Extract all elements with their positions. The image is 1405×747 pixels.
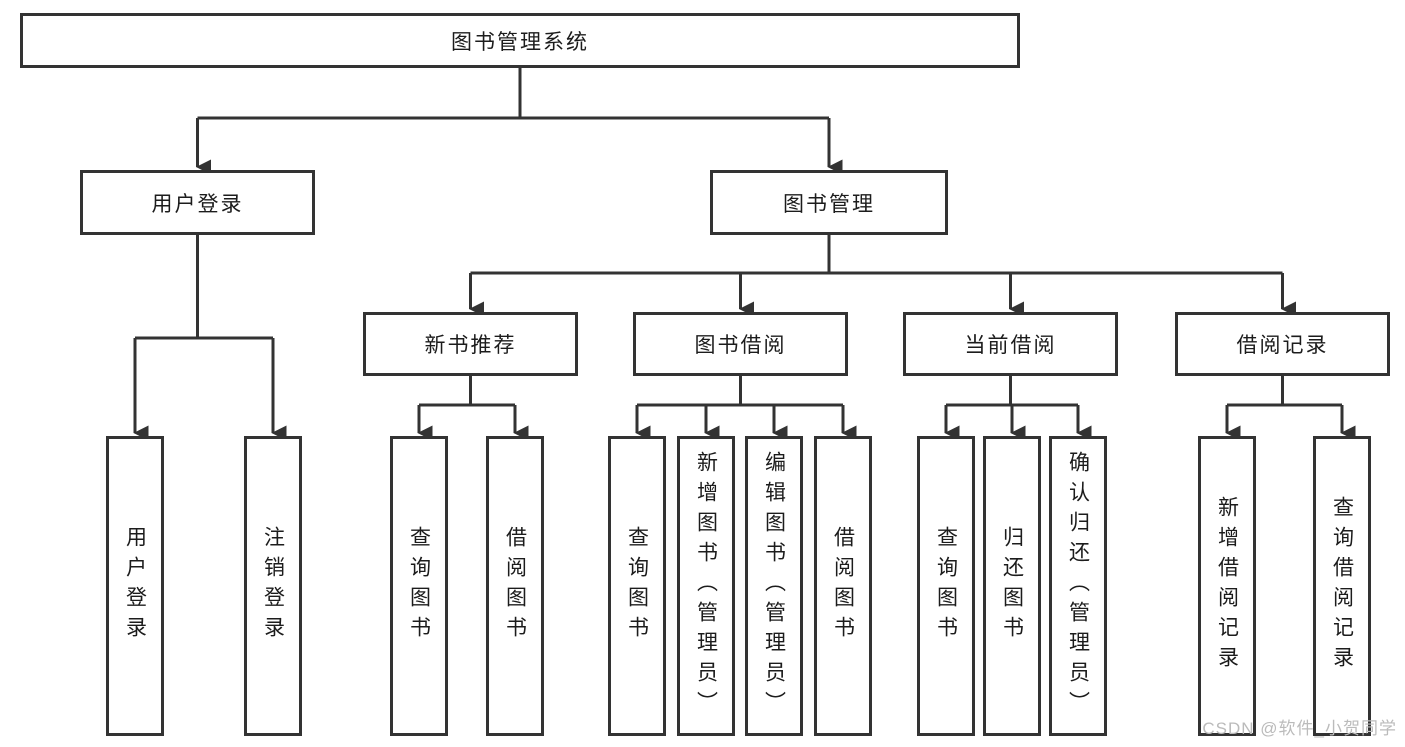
- leaf-query-borrow-record: 查询借阅记录: [1313, 436, 1371, 736]
- leaf-user-login: 用户登录: [106, 436, 164, 736]
- node-book-management: 图书管理: [710, 170, 948, 235]
- node-borrow-records: 借阅记录: [1175, 312, 1390, 376]
- leaf-add-borrow-record: 新增借阅记录: [1198, 436, 1256, 736]
- node-current-borrow: 当前借阅: [903, 312, 1118, 376]
- leaf-add-books-admin: 新增图书（管理员）: [677, 436, 735, 736]
- leaf-confirm-return-admin: 确认归还（管理员）: [1049, 436, 1107, 736]
- leaf-query-books-3: 查询图书: [917, 436, 975, 736]
- leaf-query-books-2: 查询图书: [608, 436, 666, 736]
- leaf-edit-books-admin: 编辑图书（管理员）: [745, 436, 803, 736]
- leaf-borrow-books-1: 借阅图书: [486, 436, 544, 736]
- leaf-query-books-1: 查询图书: [390, 436, 448, 736]
- node-new-book-recommend: 新书推荐: [363, 312, 578, 376]
- leaf-logout: 注销登录: [244, 436, 302, 736]
- csdn-watermark: CSDN @软件_小贺同学: [1202, 719, 1397, 738]
- node-user-login: 用户登录: [80, 170, 315, 235]
- node-library-management-system: 图书管理系统: [20, 13, 1020, 68]
- leaf-borrow-books-2: 借阅图书: [814, 436, 872, 736]
- node-book-borrow: 图书借阅: [633, 312, 848, 376]
- leaf-return-books: 归还图书: [983, 436, 1041, 736]
